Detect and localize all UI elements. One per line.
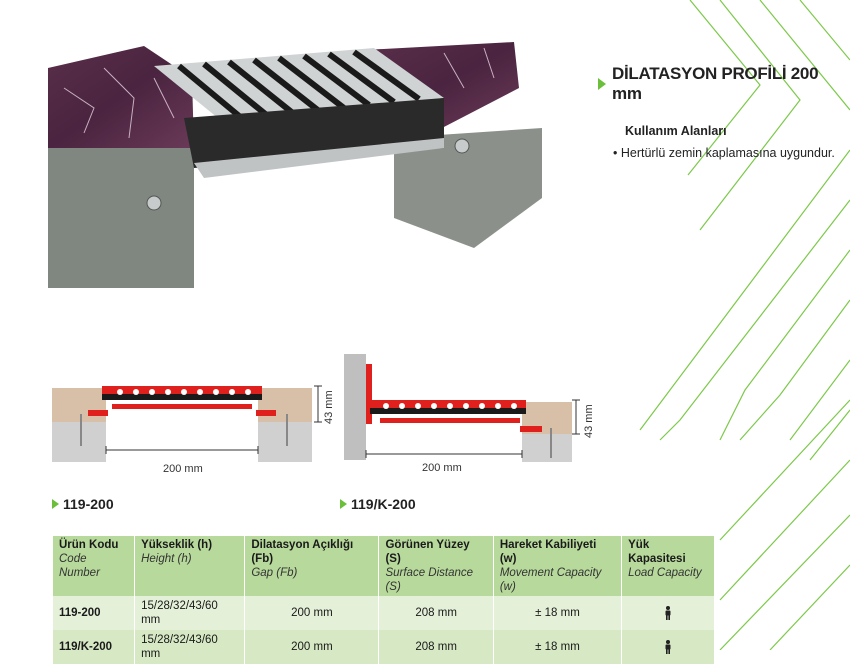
height-dimension-label: 43 mm: [583, 404, 595, 438]
product-title-block: DİLATASYON PROFİLİ 200 mm: [598, 64, 850, 104]
width-dimension-label: 200 mm: [163, 463, 203, 475]
width-dimension-label: 200 mm: [422, 462, 462, 474]
diagram-code-label: 119/K-200: [340, 496, 416, 512]
cell-movement: ± 18 mm: [492, 596, 622, 630]
header-tr: Hareket Kabiliyeti (w): [499, 539, 597, 565]
usage-heading: Kullanım Alanları: [625, 124, 727, 138]
usage-item: • Hertürlü zemin kaplamasına uygundur.: [613, 146, 835, 160]
title-arrow-icon: [598, 78, 606, 90]
header-en: Gap (Fb): [251, 567, 298, 579]
code-arrow-icon: [52, 499, 59, 509]
table-header: Yükseklik (h) Height (h): [134, 536, 245, 596]
product-title: DİLATASYON PROFİLİ 200 mm: [612, 64, 819, 103]
table-row: 119/K-200 15/28/32/43/60 mm 200 mm 208 m…: [51, 630, 714, 664]
header-tr: Görünen Yüzey (S): [385, 539, 470, 565]
header-en: Surface Distance (S): [385, 567, 474, 593]
cell-load: [621, 630, 714, 664]
header-tr: Dilatasyon Açıklığı (Fb): [251, 539, 354, 565]
header-tr: Ürün Kodu: [59, 539, 119, 551]
cell-height: 15/28/32/43/60 mm: [134, 630, 245, 664]
cell-movement: ± 18 mm: [492, 630, 622, 664]
cell-surface: 208 mm: [378, 596, 494, 630]
diagram-code: 119/K-200: [351, 496, 416, 512]
height-dimension-label: 43 mm: [323, 390, 335, 424]
table-header: Hareket Kabiliyeti (w)Movement Capacity …: [492, 536, 622, 596]
cell-code: 119/K-200: [51, 630, 135, 664]
cell-gap: 200 mm: [244, 596, 379, 630]
diagram-code-label: 119-200: [52, 496, 114, 512]
diagram-119-K-200: 200 mm 43 mm: [344, 354, 595, 474]
cell-code: 119-200: [51, 596, 135, 630]
code-arrow-icon: [340, 499, 347, 509]
diagram-code: 119-200: [63, 496, 114, 512]
header-tr: Yükseklik (h): [141, 539, 213, 551]
cell-surface: 208 mm: [378, 630, 494, 664]
table-row: 119-200 15/28/32/43/60 mm 200 mm 208 mm …: [51, 596, 714, 630]
person-icon: [665, 605, 671, 620]
cell-height: 15/28/32/43/60 mm: [134, 596, 245, 630]
expansion-joint-3d-illustration: [48, 42, 542, 288]
table-header: Görünen Yüzey (S)Surface Distance (S): [378, 536, 494, 596]
header-en: Code Number: [59, 553, 100, 579]
diagram-119-200: 200 mm 43 mm: [52, 385, 335, 475]
header-en: Movement Capacity (w): [499, 567, 602, 593]
header-en: Load Capacity: [628, 567, 702, 579]
header-en: Height (h): [141, 553, 192, 565]
header-tr: Yük Kapasitesi: [628, 539, 686, 565]
cell-load: [621, 596, 714, 630]
person-icon: [665, 639, 671, 654]
table-header: Dilatasyon Açıklığı (Fb) Gap (Fb): [244, 536, 379, 596]
cell-gap: 200 mm: [244, 630, 379, 664]
